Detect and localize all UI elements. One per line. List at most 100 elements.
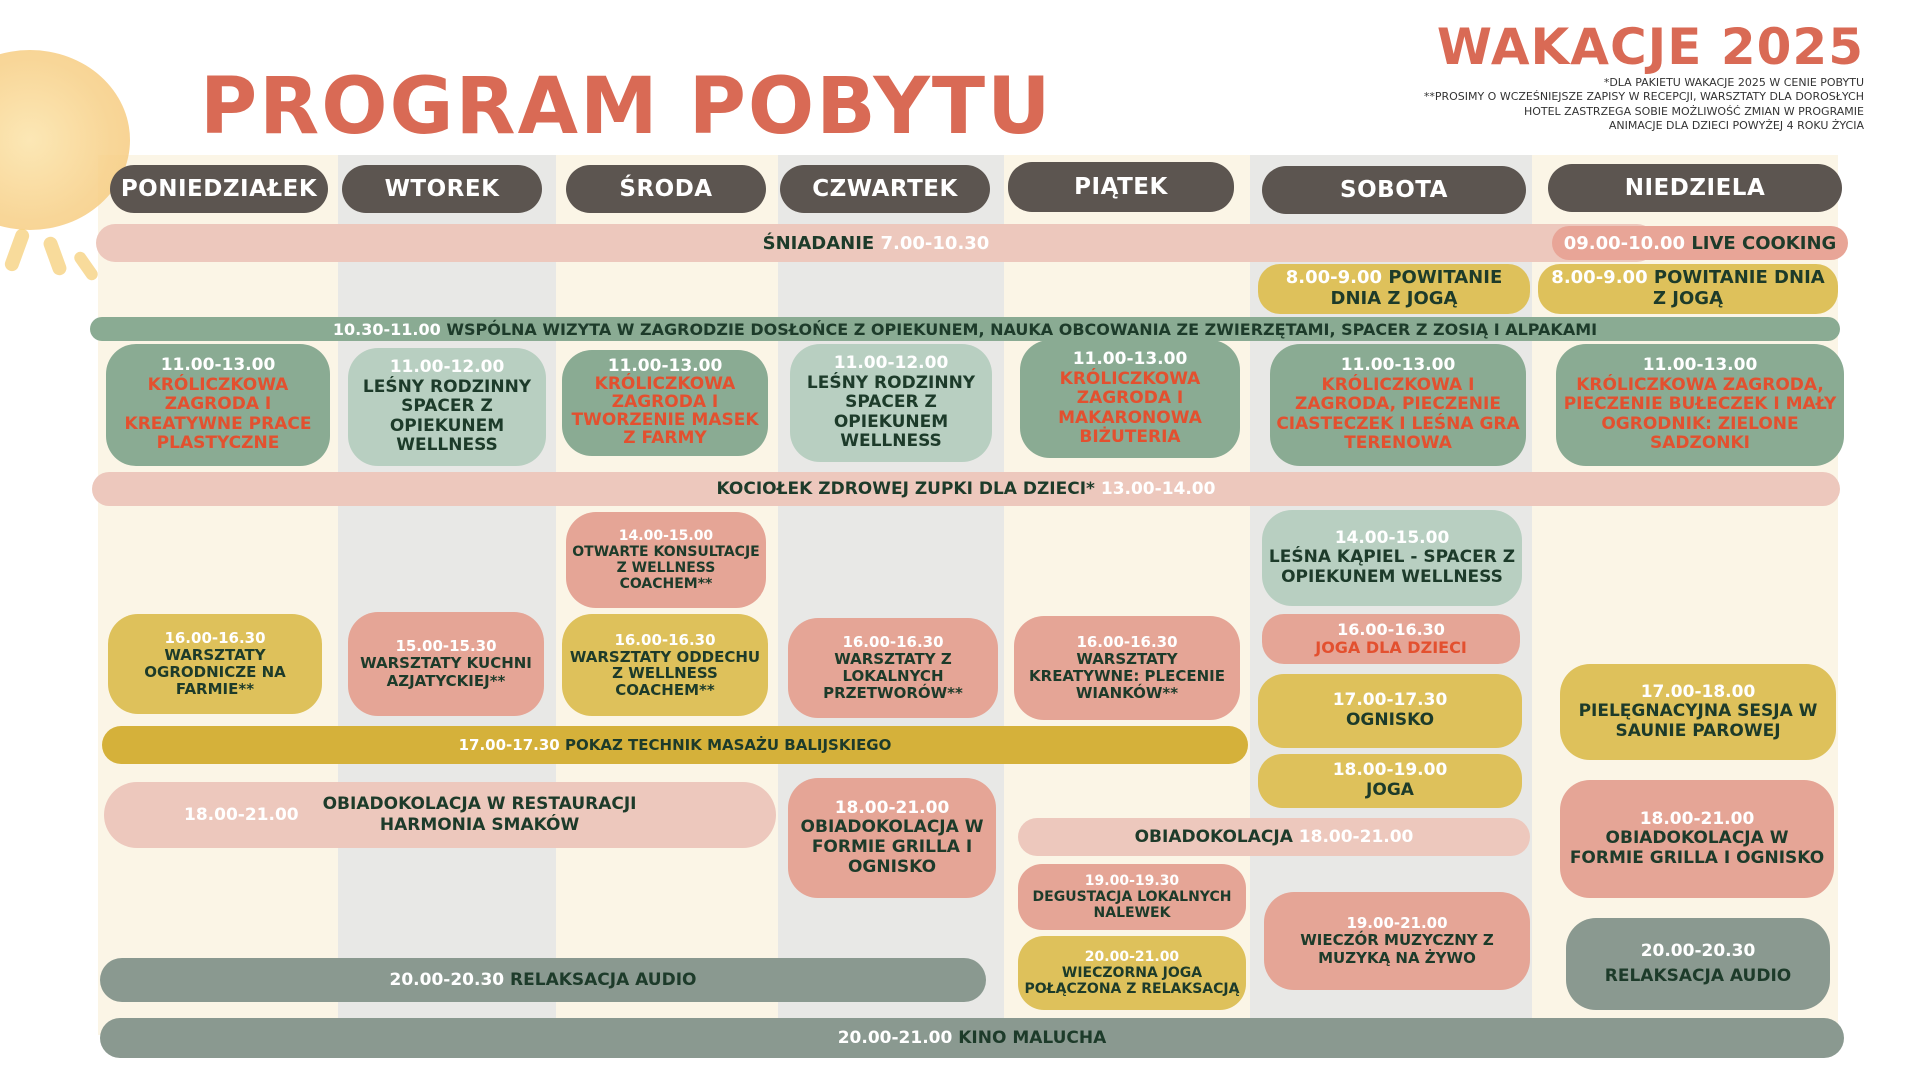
day-header-monday: PONIEDZIAŁEK	[110, 165, 328, 213]
fri-dinner-bar: OBIADOKOLACJA 18.00-21.00	[1018, 818, 1530, 856]
card-label: LEŚNY RODZINNY SPACER Z OPIEKUNEM WELLNE…	[806, 372, 976, 452]
card-time: 18.00-21.00	[834, 797, 950, 818]
mon-dinner-bar: 18.00-21.00 OBIADOKOLACJA W RESTAURACJI …	[104, 782, 776, 848]
card-time: 11.00-13.00	[1340, 355, 1456, 376]
card-label: KRÓLICZKOWA ZAGRODA, PIECZENIE BUŁECZEK …	[1563, 374, 1837, 454]
sat-afternoon-card: 14.00-15.00 LEŚNA KĄPIEL - SPACER Z OPIE…	[1262, 510, 1522, 606]
card-label: OTWARTE KONSULTACJE Z WELLNESS COACHEM**	[572, 543, 760, 593]
card-time: 11.00-12.00	[389, 357, 505, 378]
day-header-thursday: CZWARTEK	[780, 165, 990, 213]
live-cooking-label: LIVE COOKING	[1691, 232, 1837, 254]
card-label: KRÓLICZKOWA I ZAGRODA, PIECZENIE CIASTEC…	[1276, 374, 1520, 454]
sun-dinner-card: 18.00-21.00 OBIADOKOLACJA W FORMIE GRILL…	[1560, 780, 1834, 898]
day-header-tuesday: WTOREK	[342, 165, 542, 213]
column-bg-thursday	[778, 155, 1004, 1035]
card-time: 14.00-15.00	[1334, 527, 1450, 548]
card-time: 15.00-15.30	[395, 637, 497, 656]
card-label: WARSZTATY Z LOKALNYCH PRZETWORÓW**	[823, 649, 963, 703]
card-time: 11.00-13.00	[1072, 349, 1188, 370]
massage-time: 17.00-17.30	[458, 736, 560, 754]
card-time: 19.00-19.30	[1084, 872, 1180, 889]
note-line: ANIMACJE DLA DZIECI POWYŻEJ 4 ROKU ŻYCIA	[1608, 118, 1864, 132]
sun-audio-relax-card: 20.00-20.30 RELAKSACJA AUDIO	[1566, 918, 1830, 1010]
wed-afternoon-card: 14.00-15.00 OTWARTE KONSULTACJE Z WELLNE…	[566, 512, 766, 608]
day-header-friday: PIĄTEK	[1008, 162, 1234, 212]
sat-yoga-card: 18.00-19.00 JOGA	[1258, 754, 1522, 808]
card-time: 20.00-21.00	[1084, 948, 1180, 965]
card-time: 20.00-20.30	[1640, 940, 1756, 961]
card-label: RELAKSACJA AUDIO	[1604, 966, 1792, 986]
thu-workshop-card: 16.00-16.30 WARSZTATY Z LOKALNYCH PRZETW…	[788, 618, 998, 718]
day-header-sunday: NIEDZIELA	[1548, 164, 1842, 212]
card-label: PIELĘGNACYJNA SESJA W SAUNIE PAROWEJ	[1578, 701, 1818, 741]
card-time: 14.00-15.00	[618, 527, 714, 544]
card-time: 18.00-19.00	[1332, 760, 1448, 781]
farm-visit-time: 10.30-11.00	[332, 319, 441, 339]
card-label: KRÓLICZKOWA ZAGRODA I TWORZENIE MASEK Z …	[571, 374, 759, 448]
card-label: LEŚNA KĄPIEL - SPACER Z OPIEKUNEM WELLNE…	[1268, 547, 1516, 587]
fri-evening-yoga-card: 20.00-21.00 WIECZORNA JOGA POŁĄCZONA Z R…	[1018, 936, 1246, 1010]
audio-label: RELAKSACJA AUDIO	[510, 970, 697, 990]
sun-ray-icon	[71, 249, 101, 283]
soup-label: KOCIOŁEK ZDROWEJ ZUPKI DLA DZIECI*	[716, 479, 1095, 499]
card-label: DEGUSTACJA LOKALNYCH NALEWEK	[1032, 888, 1232, 922]
sun-ray-icon	[41, 234, 69, 278]
sun-morning-yoga-card: 8.00-9.00 POWITANIE DNIA Z JOGĄ	[1538, 264, 1838, 314]
card-label: KRÓLICZKOWA ZAGRODA I KREATYWNE PRACE PL…	[124, 374, 312, 454]
farm-visit-label: WSPÓLNA WIZYTA W ZAGRODZIE DOSŁOŃCE Z OP…	[446, 319, 1598, 339]
card-label: WARSZTATY KREATYWNE: PLECENIE WIANKÓW**	[1029, 649, 1225, 703]
wed-workshop-card: 16.00-16.30 WARSZTATY ODDECHU Z WELLNESS…	[562, 614, 768, 716]
card-time: 11.00-13.00	[1642, 355, 1758, 376]
breakfast-label: ŚNIADANIE	[762, 232, 875, 254]
fri-dinner-time: 18.00-21.00	[1298, 827, 1414, 847]
page-title: PROGRAM POBYTU	[200, 62, 1053, 152]
card-label: OBIADOKOLACJA W FORMIE GRILLA I OGNISKO	[1569, 828, 1825, 868]
mon-audio-relax-bar: 20.00-20.30 RELAKSACJA AUDIO	[100, 958, 986, 1002]
live-cooking-time: 09.00-10.00	[1563, 232, 1686, 254]
breakfast-bar: ŚNIADANIE 7.00-10.30	[96, 224, 1656, 262]
sat-kids-yoga-card: 16.00-16.30 JOGA DLA DZIECI	[1262, 614, 1520, 664]
farm-visit-bar: 10.30-11.00 WSPÓLNA WIZYTA W ZAGRODZIE D…	[90, 317, 1840, 341]
note-line: **PROSIMY O WCZEŚNIEJSZE ZAPISY W RECEPC…	[1423, 90, 1864, 104]
card-label: LEŚNY RODZINNY SPACER Z OPIEKUNEM WELLNE…	[362, 376, 532, 456]
sat-music-card: 19.00-21.00 WIECZÓR MUZYCZNY Z MUZYKĄ NA…	[1264, 892, 1530, 990]
footnotes: *DLA PAKIETU WAKACJE 2025 W CENIE POBYTU…	[1424, 76, 1864, 133]
card-label: POWITANIE DNIA Z JOGĄ	[1652, 267, 1825, 309]
cinema-time: 20.00-21.00	[837, 1028, 953, 1048]
column-bg-tuesday	[338, 155, 556, 1035]
card-time: 17.00-18.00	[1640, 681, 1756, 702]
thu-dinner-card: 18.00-21.00 OBIADOKOLACJA W FORMIE GRILL…	[788, 778, 996, 898]
live-cooking-bar: 09.00-10.00 LIVE COOKING	[1552, 226, 1848, 260]
column-bg-monday	[98, 155, 338, 1035]
note-line: *DLA PAKIETU WAKACJE 2025 W CENIE POBYTU	[1603, 76, 1864, 89]
mon-dinner-label: OBIADOKOLACJA W RESTAURACJI	[322, 793, 637, 814]
tue-morning-card: 11.00-12.00 LEŚNY RODZINNY SPACER Z OPIE…	[348, 348, 546, 466]
sat-morning-yoga-card: 8.00-9.00 POWITANIE DNIA Z JOGĄ	[1258, 264, 1530, 314]
card-time: 11.00-13.00	[607, 356, 723, 377]
massage-bar: 17.00-17.30 POKAZ TECHNIK MASAŻU BALIJSK…	[102, 726, 1248, 764]
tue-workshop-card: 15.00-15.30 WARSZTATY KUCHNI AZJATYCKIEJ…	[348, 612, 544, 716]
sun-morning-card: 11.00-13.00 KRÓLICZKOWA ZAGRODA, PIECZEN…	[1556, 344, 1844, 466]
card-label: OGNISKO	[1345, 710, 1435, 730]
sat-bonfire-card: 17.00-17.30 OGNISKO	[1258, 674, 1522, 748]
card-label: WIECZÓR MUZYCZNY Z MUZYKĄ NA ŻYWO	[1300, 931, 1494, 967]
card-time: 11.00-12.00	[833, 353, 949, 374]
mon-dinner-label-2: HARMONIA SMAKÓW	[379, 815, 580, 835]
card-time: 17.00-17.30	[1332, 690, 1448, 711]
card-label: POWITANIE DNIA Z JOGĄ	[1330, 267, 1503, 309]
mon-dinner-time: 18.00-21.00	[184, 805, 299, 825]
audio-time: 20.00-20.30	[389, 970, 505, 990]
sat-morning-card: 11.00-13.00 KRÓLICZKOWA I ZAGRODA, PIECZ…	[1270, 344, 1526, 466]
fri-tasting-card: 19.00-19.30 DEGUSTACJA LOKALNYCH NALEWEK	[1018, 864, 1246, 930]
card-time: 16.00-16.30	[1076, 632, 1178, 651]
card-time: 16.00-16.30	[842, 632, 944, 651]
breakfast-time: 7.00-10.30	[880, 232, 990, 254]
wed-morning-card: 11.00-13.00 KRÓLICZKOWA ZAGRODA I TWORZE…	[562, 350, 768, 456]
card-time: 16.00-16.30	[1337, 619, 1445, 639]
card-time: 8.00-9.00	[1551, 267, 1648, 289]
card-label: JOGA	[1366, 780, 1414, 800]
card-label: WARSZTATY OGRODNICZE NA FARMIE**	[144, 645, 286, 699]
mon-workshop-card: 16.00-16.30 WARSZTATY OGRODNICZE NA FARM…	[108, 614, 322, 714]
cinema-bar: 20.00-21.00 KINO MALUCHA	[100, 1018, 1844, 1058]
thu-morning-card: 11.00-12.00 LEŚNY RODZINNY SPACER Z OPIE…	[790, 344, 992, 462]
